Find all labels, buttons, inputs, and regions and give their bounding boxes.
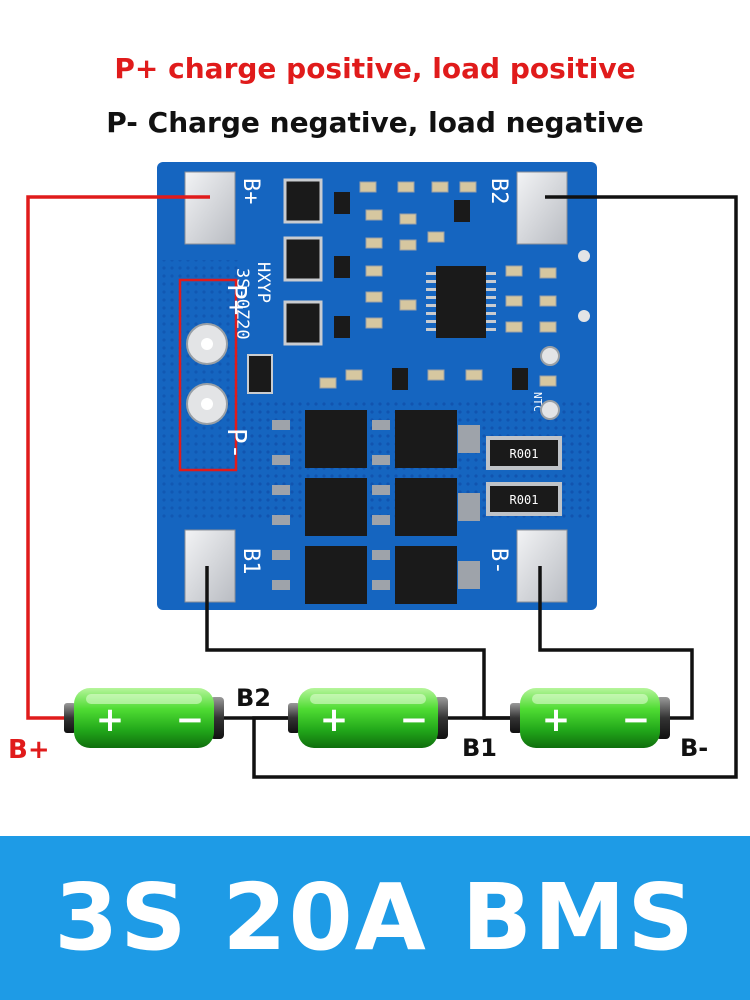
protection-ic: [426, 266, 496, 338]
silk-b2: B2: [486, 178, 511, 205]
silk-b-plus: B+: [238, 178, 263, 205]
pad-b2: [516, 171, 568, 245]
pad-b-minus: [516, 529, 568, 603]
battery-cell-1: [64, 688, 224, 748]
resistor-label-2: R001: [510, 493, 539, 507]
resistor-label-1: R001: [510, 447, 539, 461]
label-b1: B1: [462, 734, 497, 762]
wire-b-minus: [538, 566, 694, 720]
shunt-resistor-1: [486, 436, 562, 470]
silk-model: HXYP: [253, 262, 273, 303]
output-highlight-box: [178, 278, 238, 472]
wire-b-plus: [26, 195, 210, 720]
banner-title: 3S 20A BMS: [54, 864, 696, 971]
silk-b1: B1: [238, 548, 263, 575]
pad-b1: [184, 529, 236, 603]
smd-components: [247, 178, 590, 420]
title-banner: 3S 20A BMS: [0, 836, 750, 1000]
shunt-resistor-2: [486, 482, 562, 516]
header-line-negative: P- Charge negative, load negative: [106, 106, 644, 139]
battery-3-minus-symbol: −: [622, 700, 651, 740]
battery-cell-3: [510, 688, 670, 748]
wiring-diagram: B+ B2 B1 B- HXYP 3S-0Z20 NTC P+ P-: [8, 162, 738, 779]
battery-1-plus-symbol: +: [96, 700, 125, 740]
battery-2-plus-symbol: +: [320, 700, 349, 740]
label-b2: B2: [236, 684, 271, 712]
label-b-minus: B-: [680, 734, 708, 762]
pad-b-plus: [184, 171, 236, 245]
silk-p-minus: P-: [221, 428, 251, 459]
mosfet-array: [272, 410, 480, 604]
label-b-plus: B+: [8, 735, 50, 765]
battery-3-plus-symbol: +: [542, 700, 571, 740]
header-line-positive: P+ charge positive, load positive: [114, 52, 636, 85]
battery-2-minus-symbol: −: [400, 700, 429, 740]
battery-1-minus-symbol: −: [176, 700, 205, 740]
silk-b-minus: B-: [486, 548, 511, 575]
battery-cell-2: [288, 688, 448, 748]
silk-p-plus: P+: [221, 284, 251, 315]
